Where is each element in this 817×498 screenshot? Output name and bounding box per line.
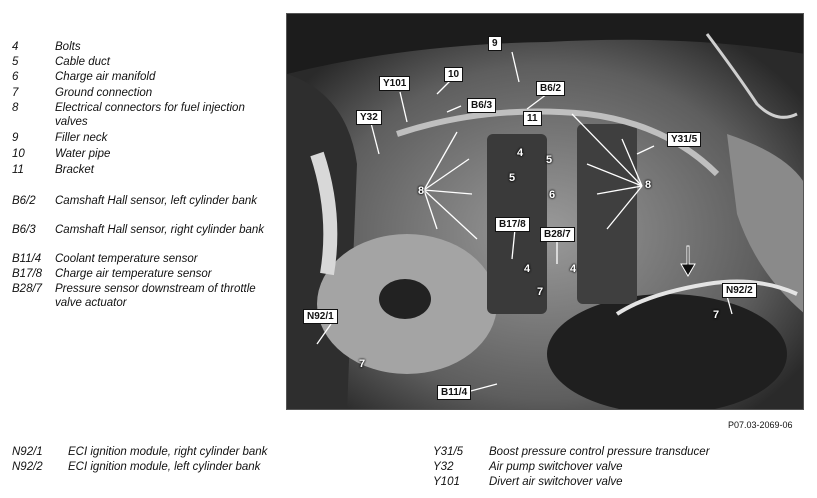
callout-y31-5: Y31/5	[667, 132, 702, 147]
callout-6: 6	[549, 189, 556, 201]
legend-desc: Bolts	[55, 41, 81, 53]
legend-desc: Water pipe	[55, 148, 111, 160]
engine-illustration	[287, 14, 803, 409]
callout-b11-4: B11/4	[437, 385, 472, 400]
legend-desc: Cable duct	[55, 56, 110, 68]
callout-y32: Y32	[356, 110, 382, 125]
callout-11: 11	[523, 111, 542, 126]
callout-y101: Y101	[379, 76, 411, 91]
callout-4: 4	[524, 263, 531, 275]
legend-code: 11	[12, 164, 24, 176]
callout-8: 8	[418, 185, 425, 197]
legend-desc: ECI ignition module, left cylinder bank	[68, 461, 261, 473]
legend-code: 8	[12, 102, 19, 114]
callout-5: 5	[546, 154, 553, 166]
legend-code: Y101	[433, 476, 460, 488]
legend-desc: Electrical connectors for fuel injection…	[55, 102, 245, 128]
legend-desc: Charge air manifold	[55, 71, 156, 83]
legend-code: N92/2	[12, 461, 43, 473]
callout-4: 4	[517, 147, 524, 159]
callout-b6-2: B6/2	[536, 81, 566, 96]
callout-b17-8: B17/8	[495, 217, 530, 232]
callout-5: 5	[509, 172, 516, 184]
callout-7: 7	[713, 309, 720, 321]
legend-desc: Bracket	[55, 164, 94, 176]
legend-code: Y32	[433, 461, 454, 473]
legend-code: 10	[12, 148, 25, 160]
callout-10: 10	[444, 67, 464, 82]
legend-code: 4	[12, 41, 19, 53]
callout-b28-7: B28/7	[540, 227, 575, 242]
callout-9: 9	[488, 36, 502, 51]
callout-b6-3: B6/3	[467, 98, 497, 113]
figure-id: P07.03-2069-06	[728, 420, 793, 430]
legend-desc: Camshaft Hall sensor, right cylinder ban…	[55, 224, 265, 236]
legend-code: B11/4	[12, 253, 42, 265]
engine-photo: 9 10 Y101 B6/3 B6/2 Y32 11 Y31/5 4 5 5 6…	[286, 13, 804, 410]
legend-desc: Divert air switchover valve	[489, 476, 623, 488]
legend-code: B17/8	[12, 268, 43, 280]
legend-code: B6/2	[12, 195, 36, 207]
callout-n92-2: N92/2	[722, 283, 757, 298]
legend-desc: Filler neck	[55, 132, 108, 144]
legend-desc: Air pump switchover valve	[489, 461, 623, 473]
callout-7: 7	[537, 286, 544, 298]
callout-4: 4	[570, 263, 577, 275]
legend-desc: Coolant temperature sensor	[55, 253, 198, 265]
callout-7: 7	[359, 358, 366, 370]
legend-code: 9	[12, 132, 19, 144]
legend-desc: Pressure sensor downstream of throttle v…	[55, 283, 256, 309]
legend-desc: ECI ignition module, right cylinder bank	[68, 446, 268, 458]
legend-desc: Boost pressure control pressure transduc…	[489, 446, 710, 458]
legend-desc: Ground connection	[55, 87, 153, 99]
legend-code: 5	[12, 56, 19, 68]
callout-8: 8	[645, 179, 652, 191]
legend-code: 6	[12, 71, 19, 83]
legend-code: N92/1	[12, 446, 43, 458]
legend-code: B28/7	[12, 283, 43, 295]
legend-code: 7	[12, 87, 19, 99]
legend-code: B6/3	[12, 224, 36, 236]
callout-n92-1: N92/1	[303, 309, 338, 324]
legend-code: Y31/5	[433, 446, 464, 458]
legend-desc: Charge air temperature sensor	[55, 268, 212, 280]
legend-desc: Camshaft Hall sensor, left cylinder bank	[55, 195, 257, 207]
